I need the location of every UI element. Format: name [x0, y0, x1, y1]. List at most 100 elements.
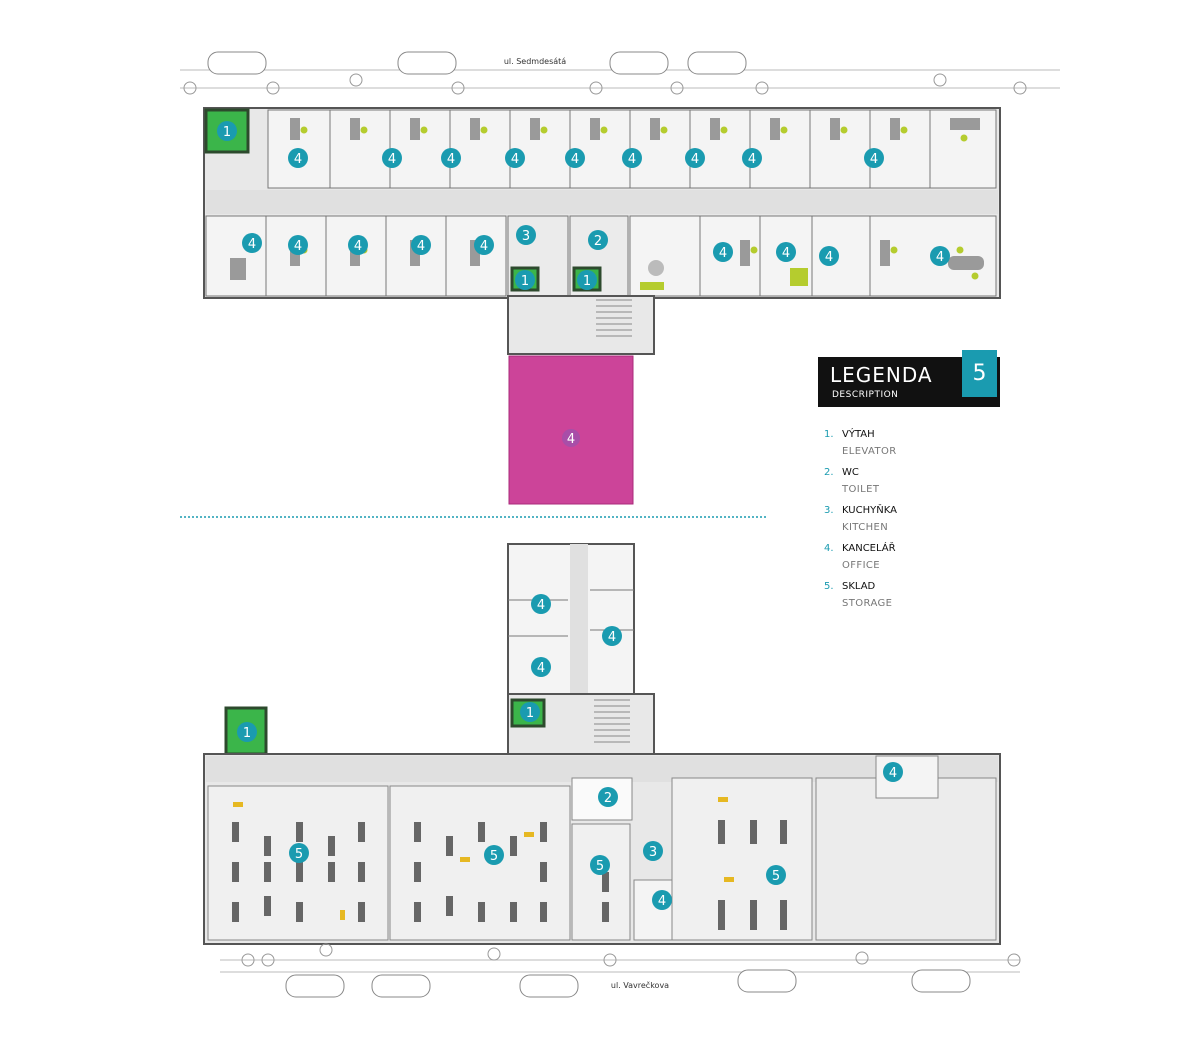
badge-label: 5: [295, 847, 303, 862]
badge-label: 4: [658, 894, 666, 909]
legend-subtitle: DESCRIPTION: [832, 390, 899, 400]
legend-item-number: 4.: [824, 543, 834, 554]
badge-circle: [382, 148, 402, 168]
badge-label: 4: [294, 239, 302, 254]
room-badge-office: 4: [864, 148, 884, 168]
badge-label: 4: [537, 661, 545, 676]
legend-item-number: 2.: [824, 467, 834, 478]
badge-label: 4: [936, 250, 944, 265]
badge-label: 4: [294, 152, 302, 167]
badge-label: 1: [583, 274, 591, 289]
badge-circle: [441, 148, 461, 168]
badge-circle: [930, 246, 950, 266]
room-badge-office: 4: [348, 235, 368, 255]
badge-label: 4: [537, 598, 545, 613]
room-badge-office: 4: [602, 626, 622, 646]
badge-label: 3: [649, 845, 657, 860]
badge-label: 4: [691, 152, 699, 167]
legend-title: LEGENDA: [830, 363, 933, 387]
badge-circle: [242, 233, 262, 253]
badge-circle: [411, 235, 431, 255]
room-badge-kitchen: 3: [516, 225, 536, 245]
badge-label: 2: [604, 791, 612, 806]
room-badge-elevator: 1: [577, 270, 597, 290]
room-badge-office: 4: [930, 246, 950, 266]
badge-circle: [474, 235, 494, 255]
legend-item-label: KANCELÁŘ: [842, 543, 896, 554]
legend-list: 1.VÝTAH ELEVATOR 2.WC TOILET 3.KUCHYŇKA …: [824, 422, 897, 612]
badge-circle: [520, 702, 540, 722]
badge-label: 4: [571, 152, 579, 167]
legend-item-number: 3.: [824, 505, 834, 516]
badge-label: 4: [417, 239, 425, 254]
legend-item-label: VÝTAH: [842, 429, 875, 440]
room-badge-elevator: 1: [237, 722, 257, 742]
room-badge-office: 4: [776, 242, 796, 262]
badge-label: 4: [511, 152, 519, 167]
badge-circle: [864, 148, 884, 168]
badge-label: 4: [782, 246, 790, 261]
legend-item-translation: TOILET: [842, 484, 880, 495]
badge-label: 4: [354, 239, 362, 254]
legend-item-translation: ELEVATOR: [842, 446, 897, 457]
room-badge-elevator: 1: [217, 121, 237, 141]
room-badge-office: 4: [242, 233, 262, 253]
legend-item-number: 1.: [824, 429, 834, 440]
room-badge-office: 4: [531, 594, 551, 614]
badge-circle: [516, 225, 536, 245]
room-badge-office: 4: [505, 148, 525, 168]
storage-shelves: [232, 820, 787, 930]
legend-floor-badge: 5: [962, 350, 997, 397]
badge-circle: [348, 235, 368, 255]
room-badge-storage: 5: [484, 845, 504, 865]
badge-label: 5: [772, 869, 780, 884]
legend-item-number: 5.: [824, 581, 834, 592]
badge-circle: [505, 148, 525, 168]
street-name-top: ul. Sedmdesátá: [504, 57, 566, 66]
cars-top: [207, 51, 747, 75]
badge-label: 5: [490, 849, 498, 864]
badge-circle: [484, 845, 504, 865]
badge-circle: [643, 841, 663, 861]
badge-circle: [883, 762, 903, 782]
room-badge-wc: 2: [588, 230, 608, 250]
room-badge-office: 4: [411, 235, 431, 255]
legend-item-translation: STORAGE: [842, 598, 893, 609]
room-badge-office: 4: [713, 242, 733, 262]
legend-item: 1. VÝTAH ELEVATOR: [824, 422, 897, 460]
room-badge-office: 4: [883, 762, 903, 782]
badge-label: 4: [248, 237, 256, 252]
badge-circle: [819, 246, 839, 266]
upper-floor: [203, 107, 1001, 355]
badge-circle: [288, 235, 308, 255]
legend-item: 3. KUCHYŇKA KITCHEN: [824, 498, 897, 536]
room-badge-office: 4: [441, 148, 461, 168]
badge-circle: [531, 594, 551, 614]
badge-circle: [565, 148, 585, 168]
badge-label: 3: [522, 229, 530, 244]
legend-item-translation: KITCHEN: [842, 522, 889, 533]
badge-label: 1: [521, 274, 529, 289]
badge-label: 4: [447, 152, 455, 167]
room-badge-office: 4: [565, 148, 585, 168]
badge-circle: [622, 148, 642, 168]
badge-circle: [531, 657, 551, 677]
room-badge-office: 4: [382, 148, 402, 168]
forklifts: [233, 797, 734, 920]
badge-label: 4: [889, 766, 897, 781]
badge-label: 4: [719, 246, 727, 261]
badge-label: 4: [480, 239, 488, 254]
badge-circle: [577, 270, 597, 290]
badge-circle: [776, 242, 796, 262]
room-badge-office: 4: [685, 148, 705, 168]
badge-circle: [590, 855, 610, 875]
cars-bottom: [285, 969, 971, 998]
legend-item-label: KUCHYŇKA: [842, 505, 897, 516]
badge-label: 4: [388, 152, 396, 167]
legend-item: 4.KANCELÁŘ OFFICE: [824, 536, 897, 574]
badge-label: 1: [243, 726, 251, 741]
legend-item: 5.SKLAD STORAGE: [824, 574, 897, 612]
badge-circle: [713, 242, 733, 262]
